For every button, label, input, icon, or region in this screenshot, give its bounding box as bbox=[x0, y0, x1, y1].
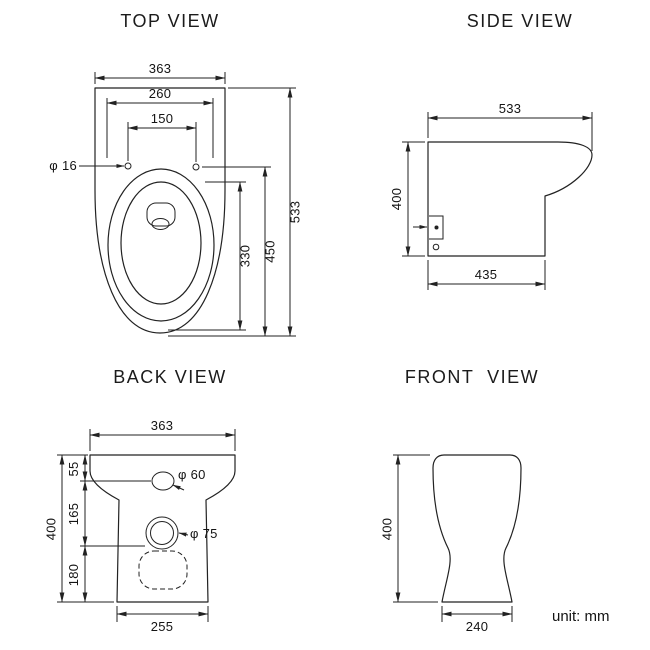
top-dim-330-label: 330 bbox=[238, 245, 253, 268]
side-dim-533: 533 bbox=[427, 101, 593, 151]
top-dim-450-label: 450 bbox=[263, 240, 278, 263]
front-dim-400-label: 400 bbox=[380, 518, 395, 541]
back-view: BACK VIEW 363 φ 60 φ 75 55 165 bbox=[44, 367, 236, 634]
back-dim-180-label: 180 bbox=[66, 564, 81, 587]
back-view-title: BACK VIEW bbox=[113, 367, 227, 387]
outlet-hole bbox=[432, 243, 440, 251]
back-dim-phi75-label: φ 75 bbox=[190, 526, 218, 541]
back-dim-165-label: 165 bbox=[66, 503, 81, 526]
outlet-hole-outer bbox=[145, 516, 179, 550]
hinge-hole-right bbox=[192, 163, 200, 171]
bowl-outline bbox=[120, 181, 202, 305]
back-outline bbox=[89, 454, 236, 603]
top-dim-533: 533 bbox=[168, 87, 303, 337]
front-dim-400: 400 bbox=[380, 454, 438, 603]
front-dim-240: 240 bbox=[441, 606, 513, 634]
leader-arrow bbox=[172, 484, 185, 491]
flush-valve-outline bbox=[146, 202, 176, 227]
back-dim-55-label: 55 bbox=[66, 461, 81, 476]
top-dim-450: 450 bbox=[202, 166, 278, 337]
back-dim-255-label: 255 bbox=[151, 619, 174, 634]
unit-label: unit: mm bbox=[552, 608, 610, 625]
side-dim-435-label: 435 bbox=[475, 267, 498, 282]
back-dim-363: 363 bbox=[89, 418, 236, 451]
back-dim-255: 255 bbox=[116, 606, 209, 634]
top-dim-150: 150 bbox=[127, 111, 197, 162]
top-dim-260: 260 bbox=[106, 86, 214, 158]
back-dim-400-label: 400 bbox=[44, 518, 59, 541]
top-dim-533-label: 533 bbox=[288, 201, 303, 224]
top-dim-363-label: 363 bbox=[149, 61, 172, 76]
back-dim-400: 400 bbox=[44, 454, 114, 603]
outlet-hole-inner bbox=[150, 521, 174, 545]
side-dim-400-label: 400 bbox=[389, 188, 404, 211]
front-dim-240-label: 240 bbox=[466, 619, 489, 634]
front-view-title: FRONT VIEW bbox=[405, 367, 539, 387]
top-dim-phi16-label: φ 16 bbox=[49, 158, 77, 173]
side-dim-533-label: 533 bbox=[499, 101, 522, 116]
top-view-title: TOP VIEW bbox=[120, 11, 219, 31]
top-dim-330: 330 bbox=[168, 181, 253, 331]
side-view: SIDE VIEW 533 400 435 bbox=[389, 11, 593, 290]
inlet-bracket bbox=[429, 215, 444, 240]
back-dim-chain: 55 165 180 bbox=[66, 454, 151, 603]
side-outline bbox=[427, 141, 593, 257]
seat-outline bbox=[107, 168, 215, 322]
back-dim-phi60-label: φ 60 bbox=[178, 467, 206, 482]
back-dim-phi75: φ 75 bbox=[178, 526, 218, 541]
top-dim-363: 363 bbox=[94, 61, 226, 84]
top-dim-150-label: 150 bbox=[151, 111, 174, 126]
back-dim-363-label: 363 bbox=[151, 418, 174, 433]
side-dim-435: 435 bbox=[427, 260, 546, 290]
side-dim-400: 400 bbox=[389, 141, 425, 257]
top-view: TOP VIEW 363 260 150 φ 16 bbox=[49, 11, 303, 337]
side-view-title: SIDE VIEW bbox=[467, 11, 574, 31]
flush-valve-inner bbox=[151, 218, 170, 230]
trapway-hidden-outline bbox=[138, 550, 188, 590]
front-outline bbox=[432, 454, 522, 603]
back-dim-phi60: φ 60 bbox=[172, 467, 206, 491]
top-outline bbox=[94, 87, 226, 334]
front-view: FRONT VIEW 400 240 bbox=[380, 367, 539, 634]
top-dim-260-label: 260 bbox=[149, 86, 172, 101]
inlet-dot bbox=[434, 225, 439, 230]
hinge-hole-left bbox=[124, 162, 132, 170]
leader-arrow bbox=[178, 532, 189, 537]
inlet-hole-outline bbox=[151, 471, 175, 491]
top-dim-hole-dia: φ 16 bbox=[49, 158, 125, 173]
